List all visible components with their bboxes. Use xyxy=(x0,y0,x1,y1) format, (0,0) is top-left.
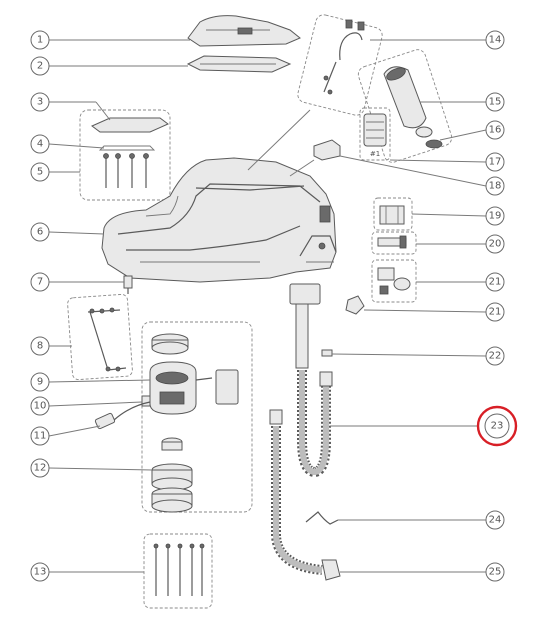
callout-label: 2 xyxy=(37,61,43,72)
callout-6: 6 xyxy=(30,222,50,242)
part-screws-bottom xyxy=(153,543,205,596)
callout-label: 20 xyxy=(489,239,502,250)
callout-4: 4 xyxy=(30,134,50,154)
callout-label: 25 xyxy=(489,567,502,578)
callout-label: 3 xyxy=(37,97,43,108)
callout-17: 17 xyxy=(485,152,505,172)
leader-lines xyxy=(48,39,487,573)
part-valve-block xyxy=(379,205,405,225)
group-box-9-12 xyxy=(141,321,253,513)
part-motor xyxy=(149,361,213,415)
callout-label: 16 xyxy=(489,125,502,136)
part-pump-unit xyxy=(377,267,411,295)
group-box-19 xyxy=(373,197,413,231)
part-hose-connector xyxy=(321,349,333,357)
part-sensor xyxy=(377,235,407,249)
callout-9: 9 xyxy=(30,372,50,392)
callout-label: 5 xyxy=(37,167,43,178)
part-cartridge xyxy=(383,66,433,138)
callout-22: 22 xyxy=(485,346,505,366)
part-faucet-kit xyxy=(323,19,365,95)
callout-label: 17 xyxy=(489,157,502,168)
callout-13: 13 xyxy=(30,562,50,582)
group-box-3-5 xyxy=(79,109,171,201)
callout-7: 7 xyxy=(30,272,50,292)
group-box-17 xyxy=(359,107,391,161)
callout-label: 1 xyxy=(37,35,43,46)
callout-label: 15 xyxy=(489,97,502,108)
callout-23-highlighted: 23 xyxy=(476,405,518,447)
part-17-sublabel: #1 xyxy=(370,150,380,158)
part-connector xyxy=(141,395,151,407)
callout-8: 8 xyxy=(30,336,50,356)
part-clip xyxy=(123,275,133,294)
callout-24: 24 xyxy=(485,510,505,530)
callout-label: 12 xyxy=(34,463,47,474)
group-box-20 xyxy=(371,231,417,255)
part-motor-mounts xyxy=(151,437,193,513)
part-elbow-fitting xyxy=(345,295,365,315)
callout-label: 8 xyxy=(37,341,43,352)
part-rod xyxy=(87,307,127,372)
callout-15: 15 xyxy=(485,92,505,112)
callout-label: 9 xyxy=(37,377,43,388)
part-plate xyxy=(91,117,169,133)
part-bracket xyxy=(98,145,156,151)
callout-label: 21 xyxy=(489,307,502,318)
callout-label: 11 xyxy=(34,431,47,442)
part-switch-box xyxy=(313,139,341,161)
part-gasket xyxy=(186,55,292,73)
callout-label: 7 xyxy=(37,277,43,288)
callout-3: 3 xyxy=(30,92,50,112)
callout-25: 25 xyxy=(485,562,505,582)
callout-19: 19 xyxy=(485,206,505,226)
callout-5: 5 xyxy=(30,162,50,182)
callout-label: 14 xyxy=(489,35,502,46)
callout-label: 23 xyxy=(491,421,504,432)
callout-12: 12 xyxy=(30,458,50,478)
part-grille: #1 xyxy=(363,113,387,158)
group-box-8 xyxy=(67,293,133,381)
part-drain-hose xyxy=(289,283,333,478)
part-filter-pad xyxy=(215,369,239,405)
callout-2: 2 xyxy=(30,56,50,76)
callout-10: 10 xyxy=(30,396,50,416)
callout-18: 18 xyxy=(485,176,505,196)
part-cartridge-cap xyxy=(425,139,443,149)
part-main-body xyxy=(101,157,337,283)
callout-label: 13 xyxy=(34,567,47,578)
part-hook xyxy=(305,511,339,525)
part-cable-plug xyxy=(94,401,151,430)
callout-label: 10 xyxy=(34,401,47,412)
part-lid-cover xyxy=(187,15,301,47)
callout-14: 14 xyxy=(485,30,505,50)
callout-16: 16 xyxy=(485,120,505,140)
callout-21a: 21 xyxy=(485,272,505,292)
callout-label: 21 xyxy=(489,277,502,288)
part-motor-cap xyxy=(151,333,189,355)
callout-label: 4 xyxy=(37,139,43,150)
callout-label: 6 xyxy=(37,227,43,238)
callout-label: 19 xyxy=(489,211,502,222)
callout-label: 24 xyxy=(489,515,502,526)
group-box-21a xyxy=(371,259,417,303)
callout-11: 11 xyxy=(30,426,50,446)
callout-20: 20 xyxy=(485,234,505,254)
part-screws-set xyxy=(103,153,149,188)
callout-label: 22 xyxy=(489,351,502,362)
part-inlet-hose xyxy=(269,409,341,581)
callout-21b: 21 xyxy=(485,302,505,322)
group-box-13 xyxy=(143,533,213,609)
callout-1: 1 xyxy=(30,30,50,50)
callout-label: 18 xyxy=(489,181,502,192)
